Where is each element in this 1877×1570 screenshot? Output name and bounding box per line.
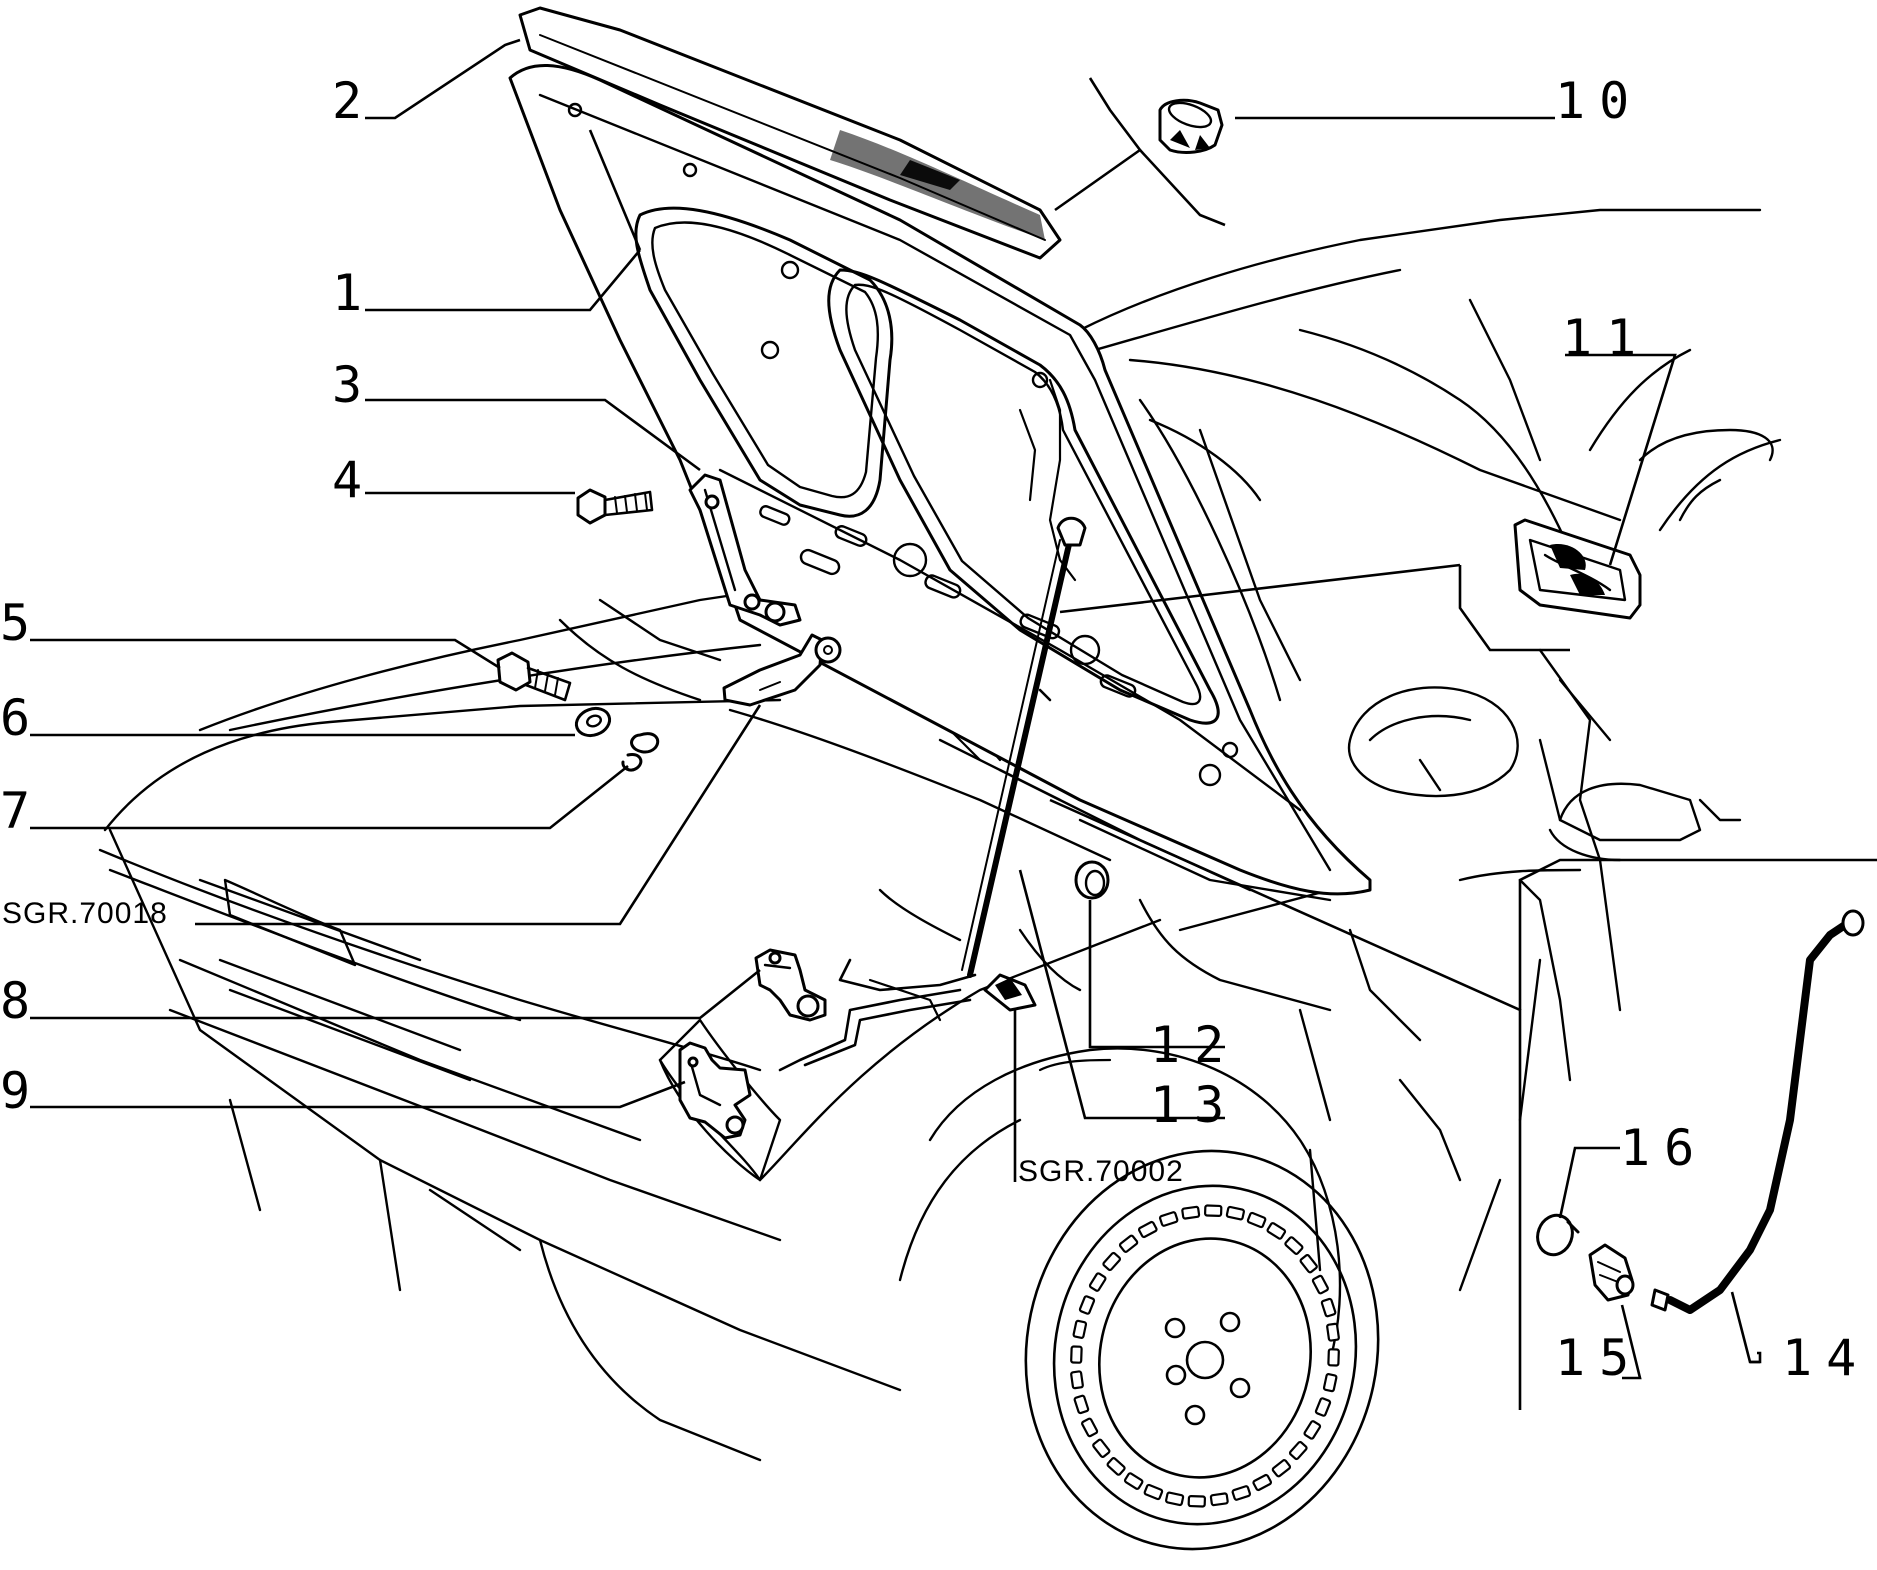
front-wheel — [1024, 1149, 1380, 1551]
wheel-slot — [1326, 1322, 1340, 1342]
wheel-slot — [1165, 1491, 1185, 1507]
wheel-slot — [1106, 1457, 1126, 1476]
callout-7: 7 — [0, 782, 44, 840]
callout-8: 8 — [0, 972, 44, 1030]
wheel-slot — [1288, 1440, 1308, 1461]
release-handle — [1513, 518, 1642, 620]
callout-6: 6 — [0, 689, 44, 747]
rubber-buffer — [1158, 98, 1224, 154]
wheel-slot — [1246, 1211, 1267, 1229]
grommet — [1074, 860, 1110, 900]
callout-11: 11 — [1562, 309, 1650, 367]
callout-5: 5 — [0, 594, 44, 652]
callout-4: 4 — [332, 451, 376, 509]
wheel-slot — [1299, 1254, 1318, 1274]
cable-end-fitting — [1588, 1243, 1635, 1302]
bolt-4 — [576, 488, 654, 525]
callout-13: 13 — [1150, 1076, 1238, 1134]
wheel-slot — [1072, 1319, 1088, 1339]
washer-6 — [574, 706, 612, 738]
wheel-slot — [1088, 1272, 1107, 1292]
wheel-slot — [1271, 1459, 1292, 1478]
callout-labels: 1 2 3 4 5 6 7 8 9 10 11 12 13 14 15 16 S… — [0, 72, 1870, 1387]
wheel-slot — [1314, 1397, 1332, 1417]
wheel-slot — [1092, 1438, 1111, 1458]
hinge-link-bar — [722, 633, 842, 707]
callout-10: 10 — [1555, 72, 1643, 130]
wheel-slot — [1158, 1211, 1179, 1227]
bonnet-lock — [754, 948, 827, 1022]
wheel-slot — [1284, 1236, 1304, 1255]
callout-12: 12 — [1150, 1016, 1238, 1074]
bonnet-panel — [508, 63, 1372, 896]
bolt-5 — [496, 651, 572, 702]
wheel-slot — [1137, 1220, 1158, 1239]
support-rod — [778, 516, 1087, 1072]
hinge — [688, 473, 802, 627]
wheel-slot — [1303, 1420, 1322, 1440]
bonnet-seal-strip — [518, 6, 1062, 260]
wheel-slot — [1181, 1205, 1201, 1220]
wheel-slot — [1266, 1222, 1287, 1240]
callout-9: 9 — [0, 1062, 44, 1120]
retaining-clip — [1536, 1213, 1580, 1257]
car-body-outline — [98, 208, 1782, 1462]
callout-2: 2 — [332, 72, 376, 130]
wheel-slot — [1073, 1394, 1090, 1415]
wheel-slot — [1327, 1348, 1340, 1367]
wheel-slot — [1252, 1473, 1273, 1492]
wheel-slots — [1070, 1204, 1340, 1508]
spring-washer-7 — [621, 732, 660, 772]
wheel-slot — [1081, 1417, 1099, 1438]
callout-15: 15 — [1555, 1329, 1643, 1387]
callout-3: 3 — [332, 356, 376, 414]
reference-sgr-70018: SGR.70018 — [2, 897, 168, 930]
wheel-slot — [1311, 1274, 1329, 1295]
wheel-slot — [1320, 1297, 1337, 1318]
wheel-slot — [1118, 1234, 1139, 1253]
release-cable — [1650, 909, 1865, 1314]
callout-14: 14 — [1782, 1329, 1870, 1387]
callout-1: 1 — [332, 264, 376, 322]
wheel-slot — [1123, 1472, 1144, 1490]
callout-16: 16 — [1620, 1119, 1708, 1177]
lock-bracket — [678, 1041, 752, 1140]
wheel-slot — [1078, 1295, 1096, 1315]
wheel-slot — [1070, 1370, 1084, 1390]
wheel-slot — [1203, 1204, 1223, 1218]
wheel-slot — [1070, 1345, 1083, 1364]
wheel-slot — [1231, 1485, 1252, 1501]
wheel-slot — [1102, 1251, 1122, 1272]
wheel-slot — [1143, 1483, 1164, 1501]
wheel-slot — [1209, 1492, 1229, 1507]
wheel-slot — [1225, 1205, 1245, 1221]
reference-sgr-70002: SGR.70002 — [1018, 1155, 1184, 1188]
leader-lines — [30, 38, 1877, 1410]
wheel-slot — [1187, 1494, 1207, 1508]
wheel-slot — [1322, 1373, 1338, 1393]
